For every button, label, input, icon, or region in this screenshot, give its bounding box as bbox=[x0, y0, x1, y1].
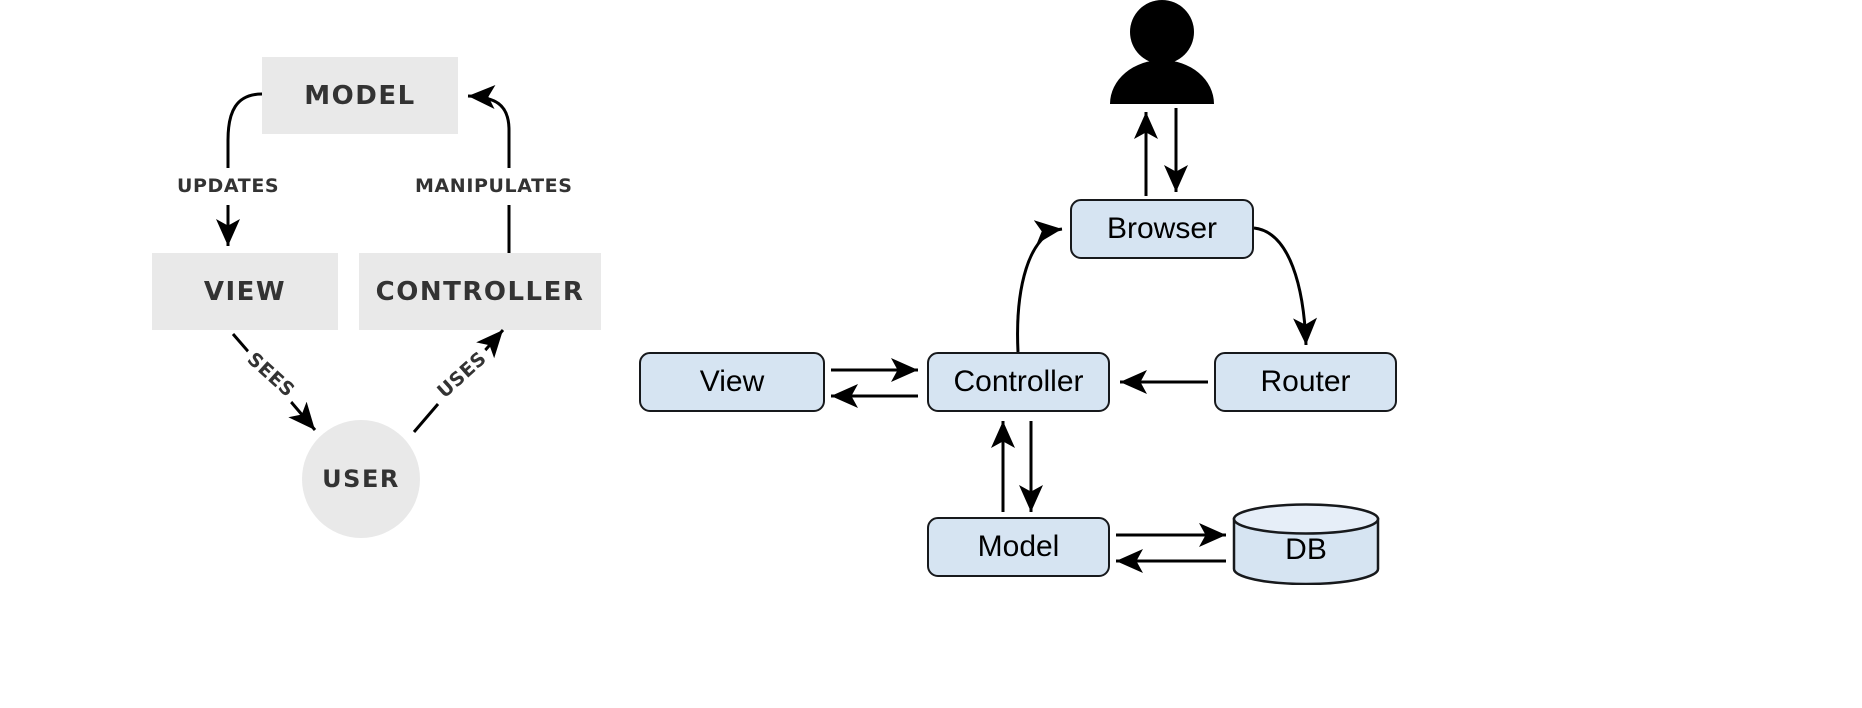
node-browser-label: Browser bbox=[1106, 212, 1218, 245]
node-db: DB bbox=[1232, 503, 1380, 586]
node-model: MODEL bbox=[262, 57, 458, 134]
node-controller-label: CONTROLLER bbox=[375, 276, 585, 307]
node-web-controller: Controller bbox=[927, 352, 1110, 412]
node-user-label: USER bbox=[322, 465, 400, 493]
node-view-label: VIEW bbox=[203, 276, 287, 307]
node-web-view: View bbox=[639, 352, 825, 412]
edge-label-updates: UPDATES bbox=[172, 174, 285, 198]
node-web-controller-label: Controller bbox=[953, 365, 1084, 398]
node-browser: Browser bbox=[1070, 199, 1254, 259]
node-web-model-label: Model bbox=[977, 530, 1060, 563]
node-router: Router bbox=[1214, 352, 1397, 412]
node-web-view-label: View bbox=[699, 365, 765, 398]
edge-label-uses: USES bbox=[428, 343, 496, 407]
edge-label-sees: SEES bbox=[238, 344, 304, 406]
node-router-label: Router bbox=[1260, 365, 1351, 398]
node-model-label: MODEL bbox=[304, 80, 416, 111]
node-controller: CONTROLLER bbox=[359, 253, 601, 330]
edge-label-manipulates: MANIPULATES bbox=[410, 174, 578, 198]
node-view: VIEW bbox=[152, 253, 338, 330]
node-web-model: Model bbox=[927, 517, 1110, 577]
node-db-label: DB bbox=[1285, 533, 1327, 566]
user-person-icon bbox=[1110, 0, 1214, 104]
node-user: USER bbox=[302, 420, 420, 538]
